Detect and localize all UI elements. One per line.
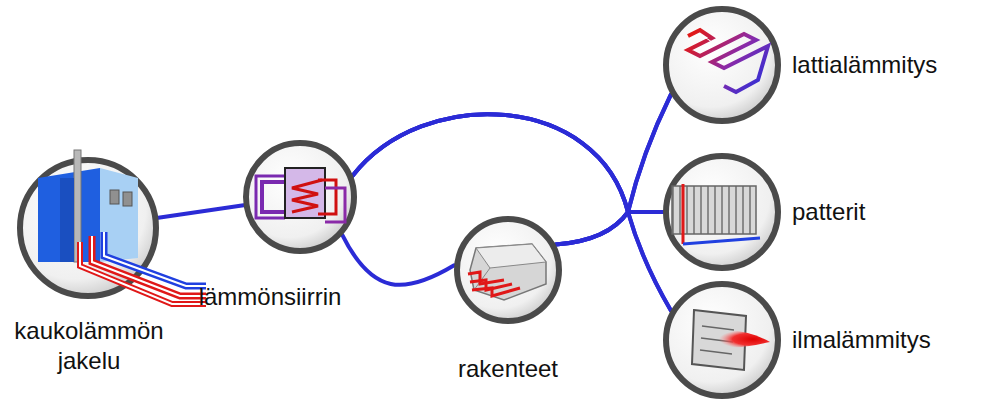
pipe-connector xyxy=(342,235,454,285)
floor-heating-icon xyxy=(666,9,778,121)
node-label: ilmalämmitys xyxy=(792,325,931,355)
plant-node: kaukolämmön jakelu xyxy=(17,157,159,299)
node-label: lämmönsiirrin xyxy=(199,282,342,312)
pipe-connector xyxy=(353,114,671,310)
floor-heating-node: lattialämmitys xyxy=(663,6,781,124)
pipe-connector xyxy=(556,95,671,245)
radiator-icon xyxy=(666,156,778,268)
heat-exchanger-icon xyxy=(246,143,354,251)
structure-icon xyxy=(457,219,559,321)
air-heating-node: ilmalämmitys xyxy=(663,281,781,399)
structure-node: rakenteet xyxy=(454,216,562,324)
plant-icon xyxy=(20,150,206,304)
pipe-connector xyxy=(353,114,663,212)
air-heating-icon xyxy=(666,284,778,396)
node-label: kaukolämmön jakelu xyxy=(4,316,174,376)
exchanger-node: lämmönsiirrin xyxy=(243,140,357,254)
pipe-connector xyxy=(158,205,243,218)
node-label: rakenteet xyxy=(458,354,558,384)
radiator-node: patterit xyxy=(663,153,781,271)
node-label: lattialämmitys xyxy=(792,50,937,80)
pipe-connector xyxy=(556,212,671,311)
node-label: patterit xyxy=(792,197,865,227)
